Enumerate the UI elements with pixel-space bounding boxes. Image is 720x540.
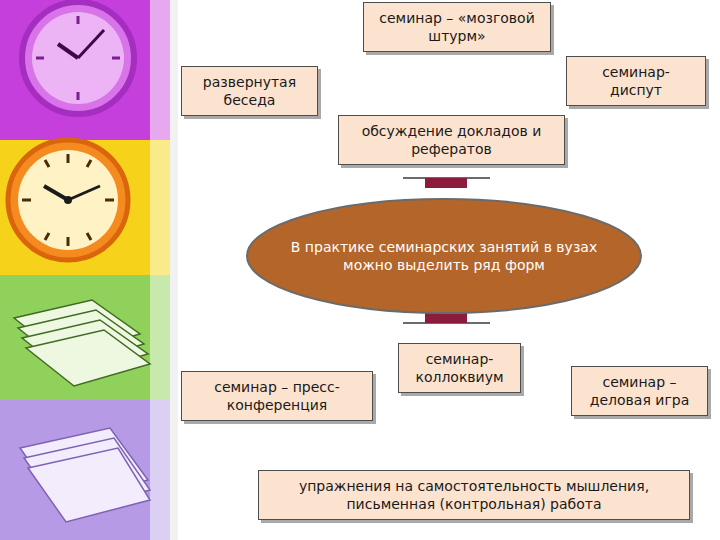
clock-icon — [22, 2, 134, 114]
fade-strip — [150, 275, 170, 400]
ellipse-outline — [245, 197, 643, 315]
node-text: семинар – пресс-конференция — [192, 378, 362, 414]
form-box: семинар-коллоквиум — [398, 343, 521, 393]
papers-icon — [14, 300, 150, 386]
form-box: семинар – деловая игра — [571, 366, 708, 416]
ellipse-shape — [247, 199, 641, 313]
green-panel — [0, 275, 150, 400]
form-box: упражнения на самостоятельность мышления… — [258, 470, 690, 520]
form-box: семинар – пресс-конференция — [181, 371, 373, 421]
form-box: семинар – «мозговой штурм» — [363, 2, 551, 52]
fade-strip — [170, 0, 178, 540]
node-text: упражнения на самостоятельность мышления… — [269, 477, 679, 513]
fade-strip — [150, 400, 170, 540]
node-text: семинар-диспут — [577, 63, 695, 99]
node-text: В практике семинарских занятий в вузах м… — [269, 238, 619, 274]
node-text: развернутая беседа — [192, 73, 307, 109]
fade-strip — [150, 0, 170, 140]
node-text: обсуждение докладов и рефератов — [349, 122, 554, 158]
form-box: обсуждение докладов и рефератов — [338, 115, 565, 165]
central-ellipse: В практике семинарских занятий в вузах м… — [245, 197, 643, 315]
purple-panel — [0, 0, 150, 140]
clock-icon — [8, 140, 128, 260]
yellow-panel — [0, 140, 150, 275]
papers-icon — [20, 428, 150, 522]
form-box: развернутая беседа — [181, 66, 318, 116]
node-text: семинар – «мозговой штурм» — [374, 9, 540, 45]
node-text: семинар – деловая игра — [582, 373, 697, 409]
lavender-panel — [0, 400, 150, 540]
form-box: семинар-диспут — [566, 56, 706, 106]
fade-strip — [150, 140, 170, 275]
node-text: семинар-коллоквиум — [409, 350, 510, 386]
